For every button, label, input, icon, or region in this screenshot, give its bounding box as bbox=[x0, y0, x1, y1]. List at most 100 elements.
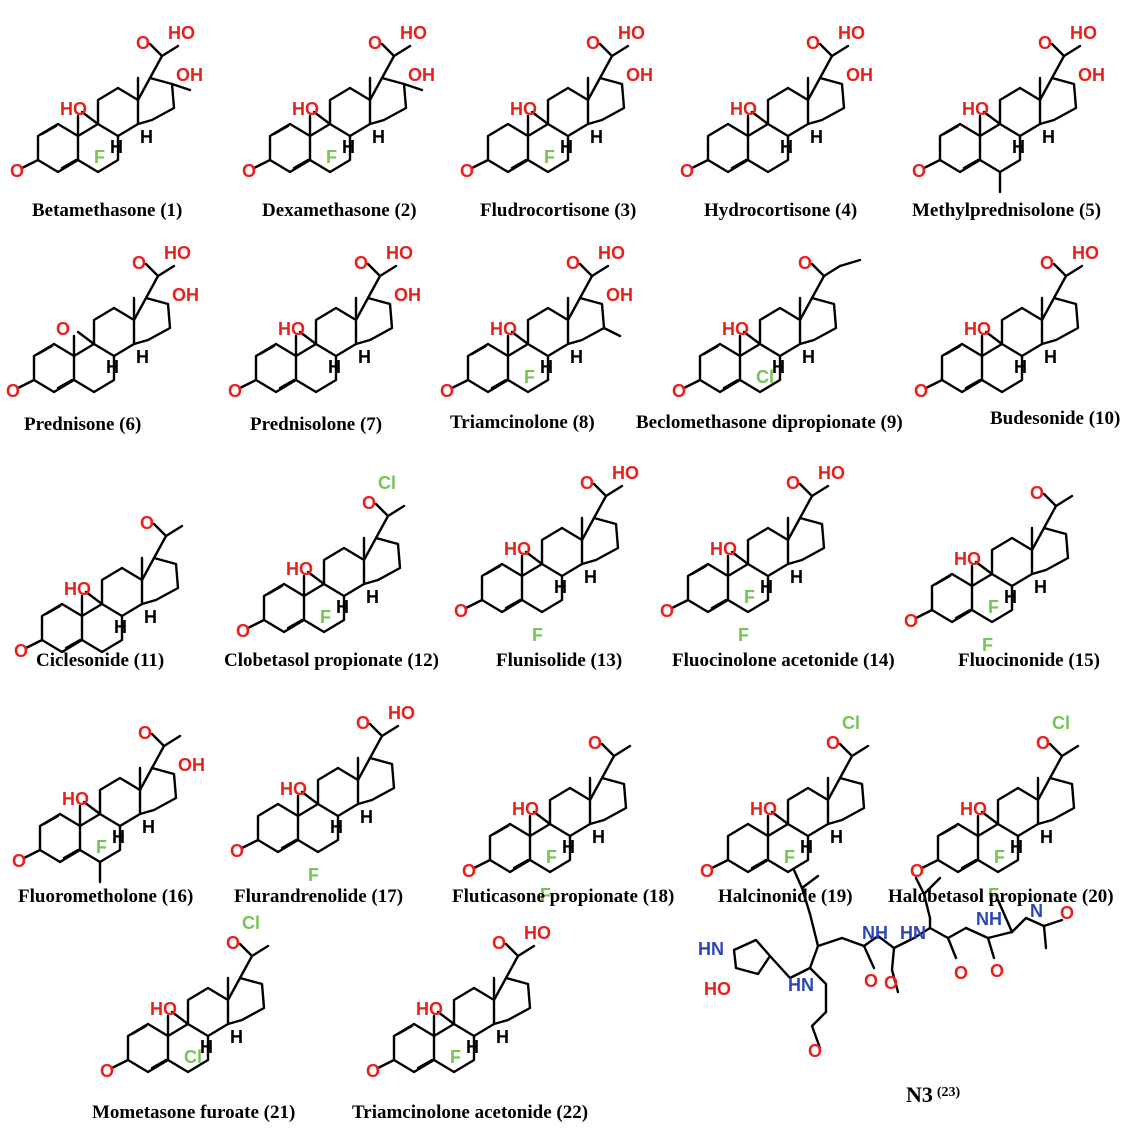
bond-11 bbox=[962, 158, 980, 170]
compound-caption: Flurandrenolide (17) bbox=[234, 886, 404, 907]
bond-8 bbox=[510, 330, 530, 346]
skeleton-bonds bbox=[464, 482, 624, 614]
halogen-c9: F bbox=[988, 597, 999, 617]
halogen-c6: F bbox=[738, 625, 749, 645]
bond-9 bbox=[238, 942, 254, 958]
bond-1 bbox=[80, 602, 124, 654]
bond-10 bbox=[44, 604, 62, 616]
bond-10 bbox=[40, 124, 58, 136]
c11-substituent: HO bbox=[512, 799, 539, 819]
h-c8: H bbox=[330, 817, 343, 837]
h-c14: H bbox=[1040, 827, 1053, 847]
oxygen-c3: O bbox=[462, 861, 477, 881]
bond-11 bbox=[960, 858, 978, 870]
halogen-c6: F bbox=[540, 885, 551, 905]
bond-10 bbox=[470, 344, 488, 356]
halogen-c9: F bbox=[994, 847, 1005, 867]
bond-6 bbox=[600, 744, 632, 780]
bond-7 bbox=[24, 638, 44, 650]
oxygen-c3: O bbox=[12, 851, 27, 871]
oxygen-c3: O bbox=[230, 841, 245, 861]
oxygen-c3: O bbox=[14, 641, 29, 661]
h-c14: H bbox=[144, 607, 157, 627]
c11-substituent: HO bbox=[416, 999, 443, 1019]
n3-bond-3 bbox=[816, 934, 880, 948]
bond-9 bbox=[1042, 492, 1058, 508]
bond-1 bbox=[78, 812, 122, 864]
n3-bond-16 bbox=[914, 876, 942, 896]
bond-8 bbox=[436, 1010, 456, 1026]
skeleton-bonds bbox=[682, 258, 862, 394]
h-c14: H bbox=[358, 347, 371, 367]
skeleton-bonds bbox=[450, 262, 622, 394]
c21-group: HO bbox=[164, 243, 191, 263]
c11-substituent: HO bbox=[286, 559, 313, 579]
bond-7 bbox=[20, 158, 40, 170]
bond-11 bbox=[150, 1058, 168, 1070]
oxygen-c3: O bbox=[6, 381, 21, 401]
h-c8: H bbox=[1014, 357, 1027, 377]
bond-9 bbox=[380, 42, 396, 58]
bond-1 bbox=[970, 572, 1014, 624]
halogen-c9: F bbox=[524, 367, 535, 387]
oxygen-c3: O bbox=[680, 161, 695, 181]
c11-substituent: HO bbox=[964, 319, 991, 339]
oh-c17: OH bbox=[394, 285, 421, 305]
bond-2 bbox=[540, 526, 584, 578]
h-c14: H bbox=[592, 827, 605, 847]
h-c14: H bbox=[1042, 127, 1055, 147]
skeleton-bonds bbox=[240, 722, 400, 854]
bond-0 bbox=[938, 122, 982, 174]
bond-1 bbox=[528, 822, 572, 874]
bond-8 bbox=[980, 810, 1000, 826]
bond-2 bbox=[100, 566, 144, 618]
bond-0 bbox=[36, 122, 80, 174]
bond-0 bbox=[706, 122, 750, 174]
chlorine-c21: Cl bbox=[1052, 713, 1070, 733]
bond-0 bbox=[930, 572, 974, 624]
bond-10 bbox=[272, 124, 290, 136]
n3-bond-12 bbox=[1042, 924, 1048, 950]
h-c14: H bbox=[496, 1027, 509, 1047]
bond-1 bbox=[766, 822, 810, 874]
oxygen-c20: O bbox=[1038, 33, 1053, 53]
oxygen-c20: O bbox=[354, 253, 369, 273]
c11-substituent: HO bbox=[278, 319, 305, 339]
compound-caption: Betamethasone (1) bbox=[32, 200, 183, 221]
bond-0 bbox=[254, 342, 298, 394]
bond-2 bbox=[998, 86, 1042, 138]
bond-7 bbox=[22, 848, 42, 860]
bond-9 bbox=[818, 42, 834, 58]
oxygen-c20: O bbox=[138, 723, 153, 743]
h-c8: H bbox=[336, 597, 349, 617]
bond-10 bbox=[42, 814, 60, 826]
skeleton-bonds bbox=[472, 742, 632, 874]
oxygen-c20: O bbox=[806, 33, 821, 53]
bond-6 bbox=[238, 944, 270, 980]
c21-group: HO bbox=[400, 23, 427, 43]
bond-0 bbox=[262, 582, 306, 634]
bond-2 bbox=[758, 306, 802, 358]
bond-9 bbox=[798, 482, 814, 498]
skeleton-bonds bbox=[914, 492, 1074, 624]
n3-ester-o: O bbox=[808, 1041, 823, 1061]
c21-group: HO bbox=[818, 463, 845, 483]
skeleton-bonds bbox=[110, 942, 270, 1074]
bond-3 bbox=[806, 76, 846, 126]
bond-2 bbox=[996, 786, 1040, 838]
bond-3 bbox=[138, 766, 178, 816]
bond-2 bbox=[1000, 306, 1044, 358]
skeleton-bonds bbox=[376, 942, 536, 1074]
n3-bond-11 bbox=[1010, 916, 1064, 934]
oxygen-c3: O bbox=[912, 161, 927, 181]
oxygen-c3: O bbox=[460, 161, 475, 181]
oxygen-c3: O bbox=[242, 161, 257, 181]
compound-caption: Fluorometholone (16) bbox=[18, 886, 194, 907]
h-c14: H bbox=[1034, 577, 1047, 597]
bond-0 bbox=[392, 1022, 436, 1074]
halogen-c9: F bbox=[94, 147, 105, 167]
